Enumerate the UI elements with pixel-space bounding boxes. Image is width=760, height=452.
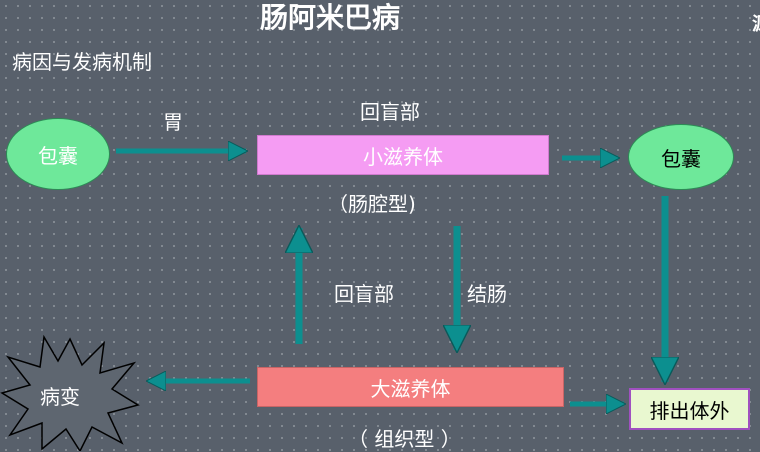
lesion-burst-icon [0,334,140,451]
cyst-node-left: 包囊 [6,118,110,190]
label-colon: 结肠 [467,282,507,306]
large-trophozoite-box: 大滋养体 [257,367,564,407]
lesion-label: 病变 [40,385,80,409]
label-cecum-top: 回盲部 [360,100,420,124]
label-intestinal-type: （肠腔型) [328,192,416,216]
corner-fragment: 源 [752,10,760,36]
label-cecum-mid: 回盲部 [334,282,394,306]
label-tissue-type: （ 组织型 ） [348,427,461,451]
cyst-node-right: 包囊 [628,124,734,190]
subtitle: 病因与发病机制 [12,50,152,74]
excretion-box: 排出体外 [629,388,750,430]
small-trophozoite-box: 小滋养体 [257,135,549,175]
page-title: 肠阿米巴病 [260,1,401,34]
label-stomach: 胃 [163,110,183,134]
